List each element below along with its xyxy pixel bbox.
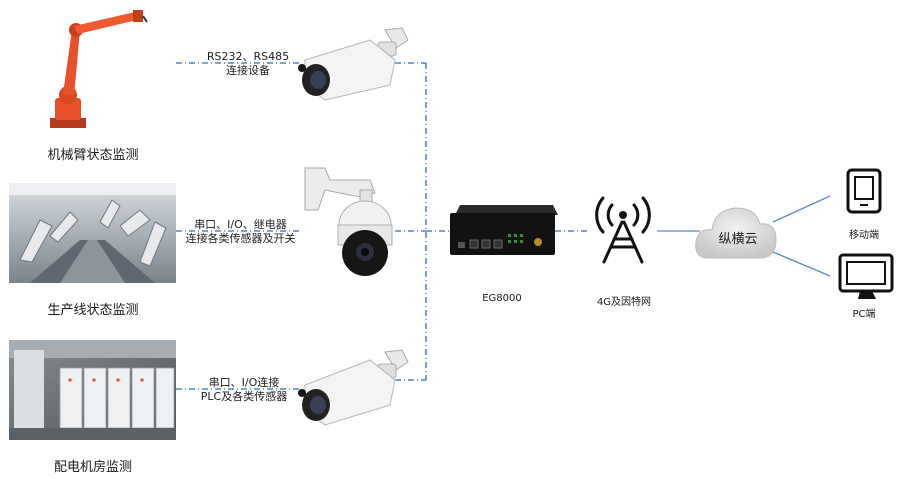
link-label-robot-line2: 连接设备: [226, 64, 270, 77]
production-line-image: [9, 183, 176, 283]
cell-tower-icon: [595, 196, 651, 264]
robot-arm-image: [50, 10, 148, 128]
caption-power-room: 配电机房监测: [53, 460, 132, 475]
link-label-power-line1: 串口、I/O连接: [208, 376, 280, 389]
cloud-to-mobile: [772, 195, 831, 223]
network-label: 4G及因特网: [596, 297, 652, 308]
link-label-robot-line1: RS232、RS485: [206, 50, 290, 63]
cloud-icon: [695, 207, 777, 259]
cloud-label: 纵横云: [718, 232, 758, 247]
pc-monitor-icon: [838, 253, 894, 299]
bullet-camera-top-icon: [298, 27, 409, 101]
cloud-to-pc: [772, 251, 831, 277]
pc-label: PC端: [852, 309, 876, 320]
bullet-camera-bottom-icon: [298, 349, 409, 426]
caption-robot-arm: 机械臂状态监测: [47, 148, 139, 163]
mobile-label: 移动端: [849, 230, 879, 241]
link-label-power-line2: PLC及各类传感器: [200, 390, 288, 403]
link-label-production-line2: 连接各类传感器及开关: [185, 232, 296, 245]
eg8000-gateway-icon: [450, 205, 558, 255]
power-room-image: [9, 340, 176, 440]
ptz-dome-camera-icon: [304, 167, 393, 276]
caption-production-line: 生产线状态监测: [47, 303, 139, 318]
connection-lines: [176, 62, 831, 390]
gateway-label: EG8000: [482, 293, 522, 304]
mobile-device-icon: [846, 168, 882, 214]
link-label-production-line1: 串口、I/O、继电器: [194, 218, 287, 231]
